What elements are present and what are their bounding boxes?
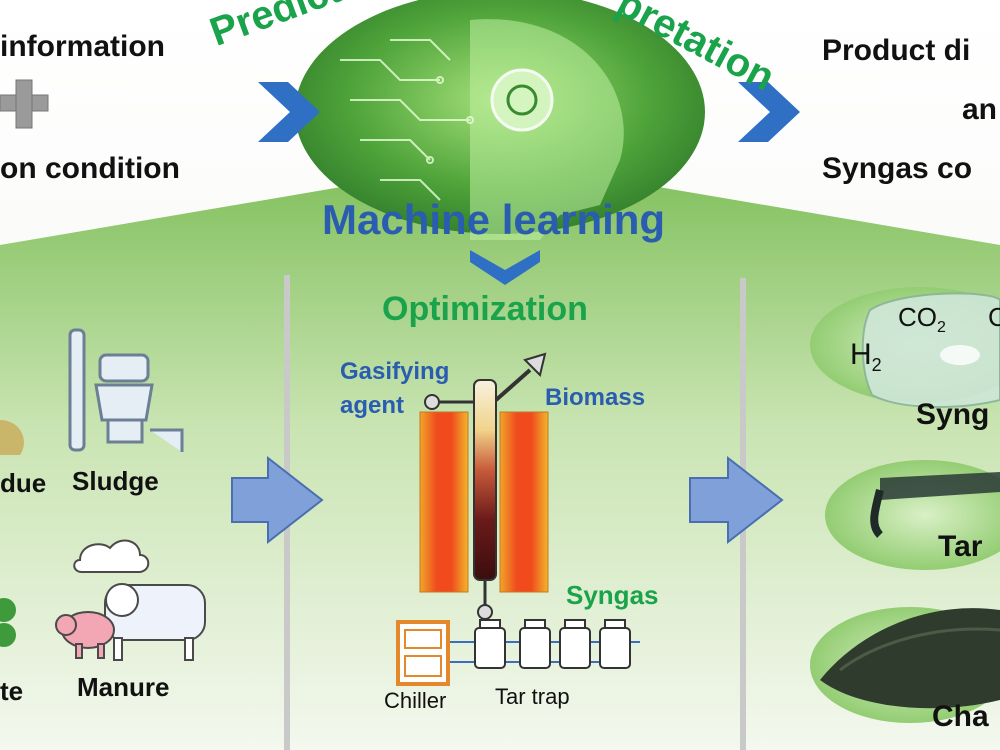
- chiller-label: Chiller: [384, 688, 447, 713]
- gasifier-reactor-illustration: [419, 352, 640, 663]
- feedstock-sludge-label: Sludge: [72, 466, 159, 496]
- residue-icon: [0, 420, 24, 455]
- c-partial-label: C: [988, 302, 1000, 332]
- flow-arrow-right-icon: [689, 455, 784, 545]
- biomass-label: Biomass: [545, 384, 646, 411]
- chevron-left-icon: [258, 82, 320, 142]
- chiller-icon: [396, 620, 450, 686]
- header-right-line2: an: [962, 93, 998, 126]
- h2-text: H: [850, 338, 872, 371]
- co2-text: CO: [898, 302, 937, 332]
- feedstock-waste-label: te: [0, 676, 24, 706]
- gasifying-agent-line1: Gasifying: [340, 358, 450, 385]
- gasifying-agent-line2: agent: [340, 392, 405, 419]
- product-tar-label: Tar: [938, 530, 983, 563]
- chevron-down-icon: [470, 250, 540, 285]
- syngas-bag-illustration: [810, 287, 1000, 408]
- machine-learning-title: Machine learning: [322, 196, 666, 243]
- reactor-syngas-label: Syngas: [566, 580, 659, 610]
- manure-animals-icon: [55, 539, 206, 661]
- tar-oil-illustration: [825, 460, 1000, 570]
- co2-subscript: 2: [937, 319, 946, 337]
- header-left-line1: information: [0, 30, 165, 63]
- plus-icon: [0, 79, 49, 129]
- h2-subscript: 2: [871, 355, 882, 375]
- ai-head-illustration: [295, 0, 705, 240]
- sludge-toilet-icon: [68, 328, 184, 452]
- feedstock-manure-label: Manure: [77, 672, 170, 702]
- optimization-title: Optimization: [382, 290, 588, 328]
- h2-label: H2: [850, 338, 882, 376]
- header-right-line1: Product di: [822, 34, 971, 67]
- feedstock-residue-label: due: [0, 468, 47, 498]
- chevron-right-icon: [738, 82, 800, 142]
- header-right-line3: Syngas co: [822, 152, 973, 185]
- tar-trap-bottles-icon: [474, 619, 631, 669]
- product-syngas-label: Syng: [916, 398, 990, 431]
- tar-trap-label: Tar trap: [495, 684, 570, 709]
- header-left-line3: on condition: [0, 152, 180, 185]
- product-char-label: Cha: [932, 700, 989, 733]
- waste-icon: [0, 598, 16, 647]
- co2-label: CO2: [898, 302, 946, 337]
- char-pile-illustration: [810, 607, 1000, 723]
- flow-arrow-left-icon: [231, 455, 324, 545]
